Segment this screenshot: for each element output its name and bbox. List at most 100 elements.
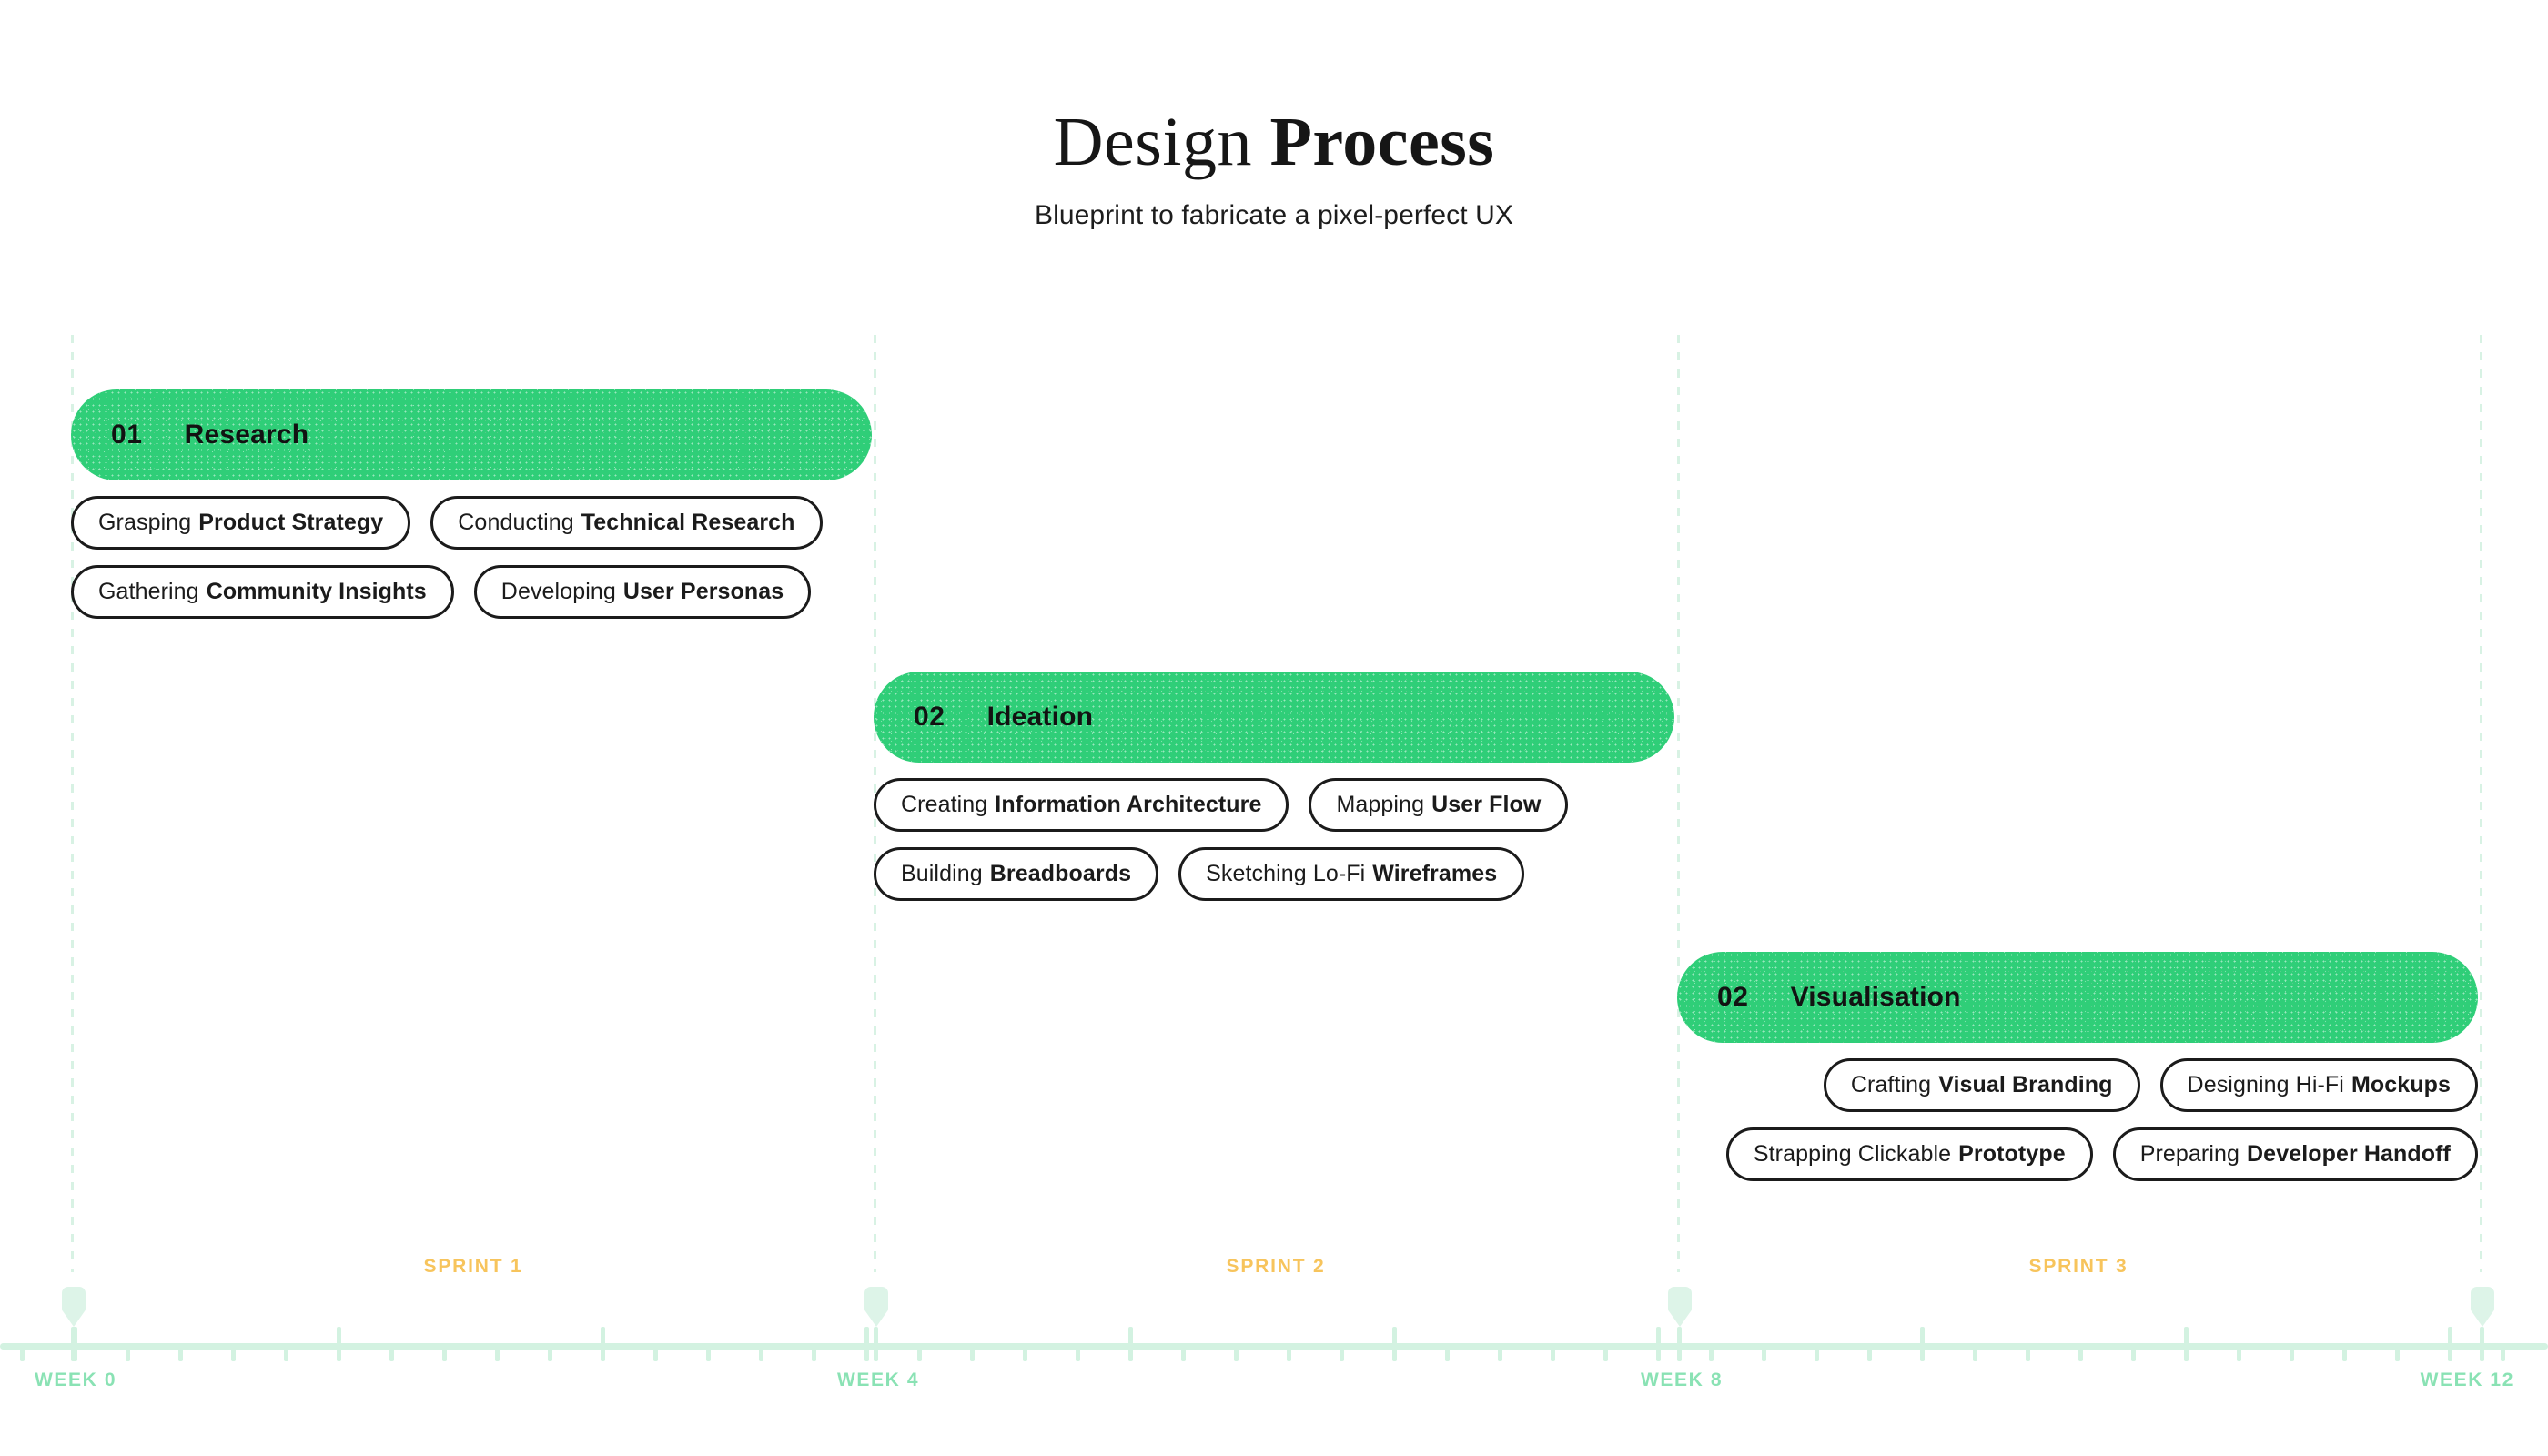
axis-tick-minor bbox=[1445, 1345, 1450, 1361]
sprint-label: SPRINT 2 bbox=[1226, 1256, 1326, 1277]
axis-tick-major bbox=[337, 1327, 341, 1361]
sprint-label: SPRINT 3 bbox=[2028, 1256, 2128, 1277]
axis-tick-major bbox=[2184, 1327, 2189, 1361]
axis-tick-minor bbox=[284, 1345, 288, 1361]
page-subtitle: Blueprint to fabricate a pixel-perfect U… bbox=[1034, 200, 1514, 230]
phase-title: Research bbox=[184, 420, 309, 450]
task-pill-strong: Product Strategy bbox=[198, 510, 384, 535]
axis-tick-minor bbox=[2131, 1345, 2136, 1361]
axis-tick-major bbox=[1920, 1327, 1925, 1361]
phase-bar-research[interactable]: 01 Research bbox=[71, 389, 872, 480]
axis-tick-minor bbox=[1340, 1345, 1344, 1361]
header: Design Process Blueprint to fabricate a … bbox=[0, 0, 2548, 231]
task-pill[interactable]: Creating Information Architecture bbox=[874, 778, 1289, 832]
phase-bar-visualisation[interactable]: 02 Visualisation bbox=[1677, 952, 2478, 1043]
task-pill-lead: Sketching Lo-Fi bbox=[1206, 861, 1366, 886]
week-label: WEEK 12 bbox=[2420, 1370, 2514, 1390]
task-pill-strong: Technical Research bbox=[581, 510, 795, 535]
phase-number: 01 bbox=[111, 420, 143, 450]
phase-number: 02 bbox=[914, 702, 945, 732]
task-pill-strong: Information Architecture bbox=[995, 792, 1262, 817]
axis-tick-minor bbox=[917, 1345, 922, 1361]
task-pill-strong: Community Insights bbox=[206, 579, 427, 604]
task-pill-strong: Wireframes bbox=[1372, 861, 1498, 886]
task-pill[interactable]: Conducting Technical Research bbox=[430, 496, 823, 550]
page-title-bold: Process bbox=[1269, 104, 1495, 180]
task-pill-lead: Preparing bbox=[2139, 1141, 2240, 1167]
axis-tick-minor bbox=[442, 1345, 447, 1361]
task-pill-lead: Conducting bbox=[458, 510, 574, 535]
axis-tick-minor bbox=[495, 1345, 500, 1361]
sprint-label: SPRINT 1 bbox=[423, 1256, 523, 1277]
task-pill-lead: Strapping Clickable bbox=[1753, 1141, 1952, 1167]
phase-title: Visualisation bbox=[1790, 982, 1961, 1012]
task-pill-lead: Building bbox=[901, 861, 983, 886]
page-title-light: Design bbox=[1053, 104, 1252, 180]
axis-tick-minor bbox=[1551, 1345, 1555, 1361]
axis-tick-major bbox=[1128, 1327, 1133, 1361]
axis-tick-week-marker bbox=[1677, 1327, 1682, 1361]
axis-tick-week-marker bbox=[874, 1327, 878, 1361]
axis-tick-minor bbox=[759, 1345, 763, 1361]
axis-tick-minor bbox=[1973, 1345, 1977, 1361]
week-label: WEEK 0 bbox=[35, 1370, 117, 1390]
task-pill-strong: Mockups bbox=[2351, 1072, 2451, 1097]
axis-tick-minor bbox=[1498, 1345, 1502, 1361]
axis-tick-minor bbox=[389, 1345, 394, 1361]
task-pill-strong: Prototype bbox=[1958, 1141, 2066, 1167]
axis-tick-minor bbox=[653, 1345, 658, 1361]
page-title: Design Process bbox=[0, 107, 2548, 177]
axis-tick-minor bbox=[178, 1345, 183, 1361]
axis-tick-minor bbox=[20, 1345, 25, 1361]
axis-baseline bbox=[0, 1343, 2548, 1350]
task-pill-strong: Breadboards bbox=[989, 861, 1132, 886]
axis-tick-major bbox=[2448, 1327, 2452, 1361]
task-pill-lead: Developing bbox=[500, 579, 616, 604]
axis-tick-minor bbox=[1287, 1345, 1291, 1361]
axis-tick-major bbox=[864, 1327, 869, 1361]
axis-tick-major bbox=[1392, 1327, 1397, 1361]
axis-tick-minor bbox=[2290, 1345, 2294, 1361]
guide-line-3 bbox=[2480, 335, 2482, 1272]
task-pill-lead: Mapping bbox=[1336, 792, 1425, 817]
task-pill-lead: Grasping bbox=[98, 510, 192, 535]
phase-number: 02 bbox=[1717, 982, 1749, 1012]
axis-tick-major bbox=[1656, 1327, 1661, 1361]
axis-tick-minor bbox=[970, 1345, 975, 1361]
milestone-pin-icon bbox=[1668, 1287, 1692, 1327]
axis-tick-minor bbox=[2342, 1345, 2347, 1361]
axis-tick-minor bbox=[1181, 1345, 1186, 1361]
milestone-pin-icon bbox=[62, 1287, 86, 1327]
task-pill-lead: Creating bbox=[901, 792, 988, 817]
axis-tick-minor bbox=[548, 1345, 552, 1361]
axis-tick-minor bbox=[1815, 1345, 1819, 1361]
axis-tick-minor bbox=[2501, 1345, 2505, 1361]
axis-tick-minor bbox=[2078, 1345, 2083, 1361]
axis-tick-minor bbox=[2395, 1345, 2400, 1361]
axis-tick-minor bbox=[2026, 1345, 2030, 1361]
axis-tick-minor bbox=[1076, 1345, 1080, 1361]
